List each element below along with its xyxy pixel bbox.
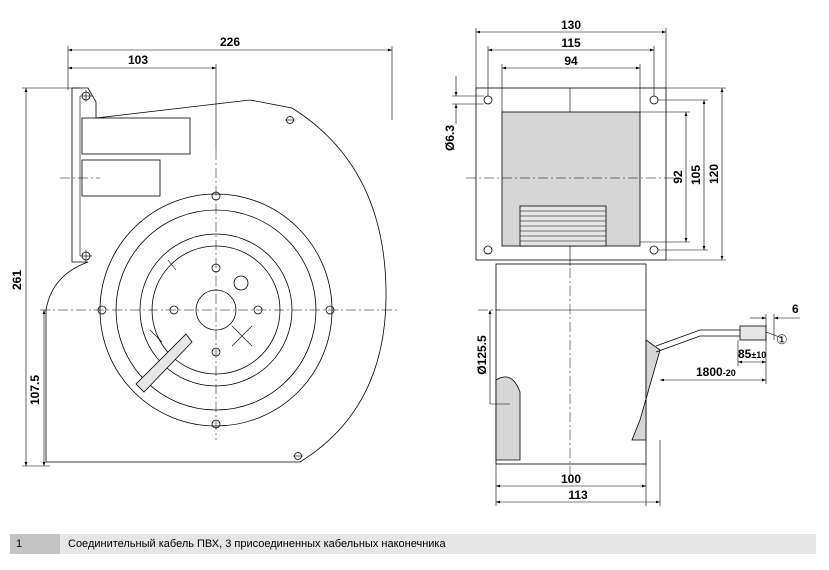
dim-outlet-125-5: Ø125.5 xyxy=(475,335,489,375)
label-area-bottom xyxy=(81,159,161,197)
dim-92: 92 xyxy=(671,170,685,184)
dim-cable-85: 85±10 xyxy=(738,347,766,361)
callout-1: ① xyxy=(776,332,788,347)
dim-cable-6: 6 xyxy=(792,302,799,316)
side-dimensions: 130 115 94 Ø6.3 92 105 120 Ø125. xyxy=(443,18,800,506)
dim-115: 115 xyxy=(561,36,581,50)
legend-row: 1 Соединительный кабель ПВХ, 3 присоедин… xyxy=(10,534,816,554)
label-area-top xyxy=(81,117,191,155)
front-dimensions: 226 103 261 107.5 xyxy=(10,35,393,467)
dim-113: 113 xyxy=(568,488,588,502)
cable xyxy=(655,329,740,347)
dim-226: 226 xyxy=(220,35,240,49)
legend-text: Соединительный кабель ПВХ, 3 присоединен… xyxy=(68,538,446,550)
dim-107-5: 107.5 xyxy=(28,375,42,405)
front-view xyxy=(40,87,400,463)
dim-103: 103 xyxy=(128,53,148,67)
side-view xyxy=(466,87,767,480)
dim-120: 120 xyxy=(707,164,721,184)
housing-outline xyxy=(45,87,387,463)
flange-plate xyxy=(475,87,667,261)
dim-94: 94 xyxy=(564,54,578,68)
dim-130: 130 xyxy=(561,18,581,32)
cable-duct xyxy=(135,333,193,393)
cable-lugs xyxy=(739,325,767,341)
cooling-fins xyxy=(519,205,607,247)
cutaway-left xyxy=(495,376,521,461)
dim-cable-1800: 1800-20 xyxy=(696,365,736,379)
dim-105: 105 xyxy=(689,165,703,185)
legend-number: 1 xyxy=(10,534,60,554)
dim-hole-6-3: Ø6.3 xyxy=(443,125,457,151)
cutaway-right xyxy=(631,339,661,441)
dim-261: 261 xyxy=(10,270,24,290)
technical-drawing: 226 103 261 107.5 xyxy=(10,18,800,506)
dim-100: 100 xyxy=(561,472,581,486)
